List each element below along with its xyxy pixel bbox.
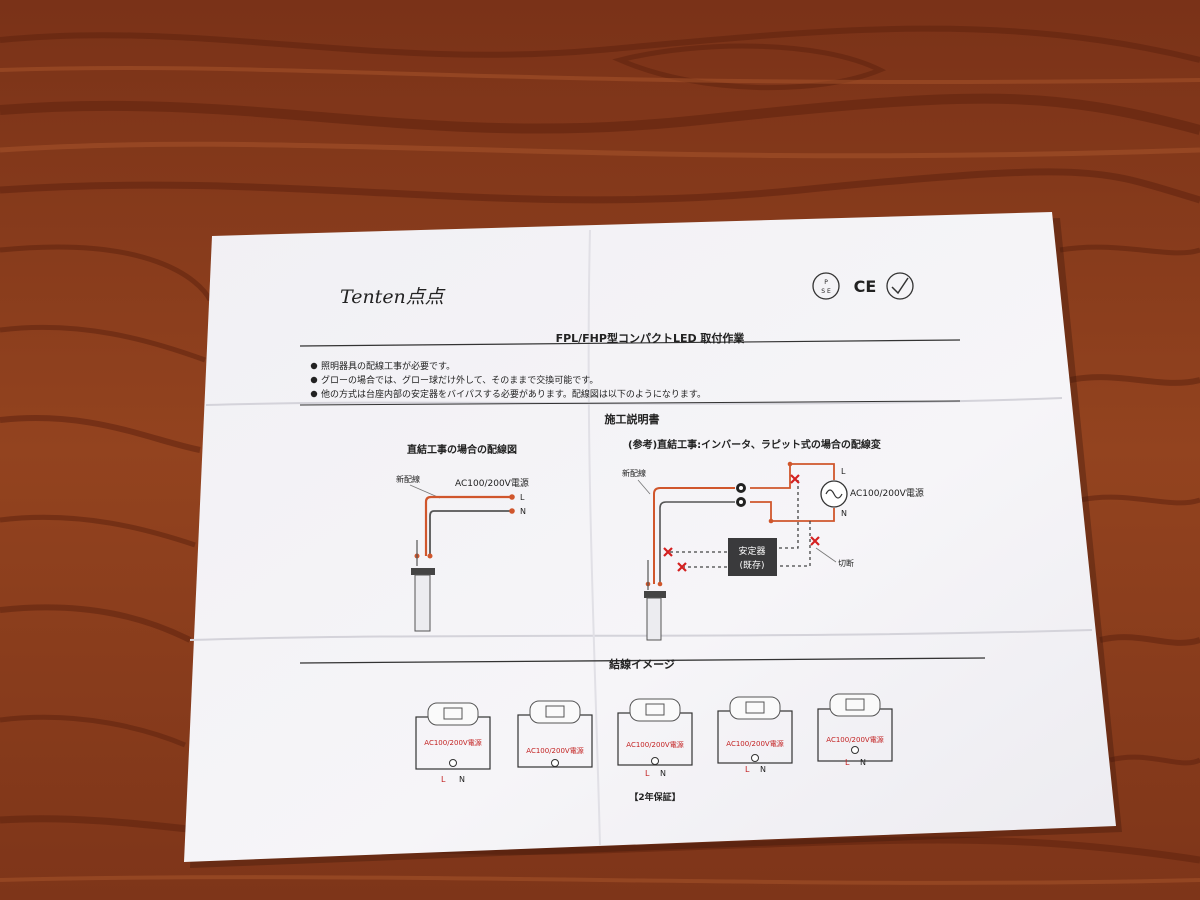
svg-text:P: P: [824, 279, 828, 286]
svg-text:他の方式は台座内部の安定器をバイパスする必要があります。配線: 他の方式は台座内部の安定器をバイパスする必要があります。配線図は以下のようになり…: [321, 388, 706, 400]
list-item: グローの場合では、グロー球だけ外して、そのままで交換可能です。: [310, 374, 598, 386]
svg-text:AC100/200V電源: AC100/200V電源: [826, 735, 883, 744]
svg-text:(既存): (既存): [739, 559, 764, 571]
svg-text:N: N: [841, 509, 847, 518]
bullet-list: 照明器具の配線工事が必要です。 グローの場合では、グロー球だけ外して、そのままで…: [310, 360, 706, 400]
svg-text:L: L: [745, 765, 750, 774]
warranty-label: 【2年保証】: [629, 791, 680, 803]
wiring-image: AC100/200V電源 L N: [717, 696, 793, 774]
diagram-title-left: 直結工事の場合の配線図: [407, 443, 517, 456]
wire-n: [429, 510, 512, 556]
svg-text:N: N: [459, 775, 465, 784]
fold-crease: [587, 229, 601, 846]
brand-logo: Tenten点点: [340, 286, 446, 308]
list-item: 照明器具の配線工事が必要です。: [310, 360, 455, 372]
list-item: 他の方式は台座内部の安定器をバイパスする必要があります。配線図は以下のようになり…: [310, 388, 706, 400]
svg-text:L: L: [520, 493, 525, 502]
svg-text:AC100/200V電源: AC100/200V電源: [424, 738, 481, 747]
svg-text:新配線: 新配線: [396, 474, 420, 484]
svg-text:AC100/200V電源: AC100/200V電源: [455, 478, 529, 489]
pse-mark-icon: [812, 272, 840, 300]
svg-text:N: N: [860, 758, 866, 767]
svg-text:S E: S E: [821, 288, 831, 295]
lamp-tube-icon: [414, 574, 431, 632]
svg-text:AC100/200V電源: AC100/200V電源: [726, 739, 783, 748]
wiring-image: AC100/200V電源 L N: [817, 693, 893, 767]
sheet-title: FPL/FHP型コンパクトLED 取付作業: [556, 331, 746, 345]
svg-text:N: N: [660, 769, 666, 778]
wiring-image-title: 結線イメージ: [609, 657, 675, 671]
svg-text:切断: 切断: [838, 558, 854, 568]
svg-text:安定器: 安定器: [738, 545, 765, 557]
wiring-images: AC100/200V電源 L N AC100/200V電源 AC100/200V…: [415, 693, 893, 784]
lamp-base-icon: [411, 568, 435, 575]
svg-text:L: L: [441, 775, 446, 784]
wiring-image: AC100/200V電源 L N: [415, 702, 491, 784]
lamp-base-icon: [644, 591, 666, 598]
certification-marks: P S E CE: [812, 272, 914, 300]
direct-wiring-diagram: 直結工事の場合の配線図 新配線 AC100/200V電源 L N: [396, 443, 529, 632]
paper: [184, 212, 1116, 862]
rohs-mark-icon: [886, 272, 914, 300]
ballast-box: [728, 538, 777, 576]
svg-text:グローの場合では、グロー球だけ外して、そのままで交換可能です: グローの場合では、グロー球だけ外して、そのままで交換可能です。: [321, 374, 598, 386]
lamp-tube-icon: [646, 597, 662, 641]
svg-text:AC100/200V電源: AC100/200V電源: [850, 488, 924, 499]
section-title: 施工説明書: [605, 412, 660, 426]
cut-mark-icon: [663, 474, 820, 572]
svg-text:L: L: [845, 758, 850, 767]
svg-text:照明器具の配線工事が必要です。: 照明器具の配線工事が必要です。: [321, 360, 455, 372]
inverter-wiring-diagram: (参考)直結工事:インバータ、ラピット式の場合の配線変 新配線 L N AC10…: [622, 438, 924, 641]
wire-l: [424, 495, 512, 556]
svg-text:L: L: [841, 467, 846, 476]
svg-text:N: N: [520, 507, 526, 516]
wood-grain: [0, 25, 1200, 864]
instruction-sheet: Tenten点点 P S E CE FPL/FHP型コンパクトLED 取付作業 …: [184, 212, 1122, 868]
wiring-image: AC100/200V電源: [517, 700, 593, 768]
ce-mark-icon: CE: [854, 277, 877, 296]
fold-crease: [189, 629, 1093, 641]
svg-text:AC100/200V電源: AC100/200V電源: [526, 746, 583, 755]
svg-text:AC100/200V電源: AC100/200V電源: [626, 740, 683, 749]
diagram-title-right: (参考)直結工事:インバータ、ラピット式の場合の配線変: [628, 438, 882, 451]
wiring-image: AC100/200V電源 L N: [617, 698, 693, 778]
svg-text:L: L: [645, 769, 650, 778]
svg-text:新配線: 新配線: [622, 468, 646, 478]
svg-text:N: N: [760, 765, 766, 774]
wood-highlights: [0, 65, 1200, 885]
